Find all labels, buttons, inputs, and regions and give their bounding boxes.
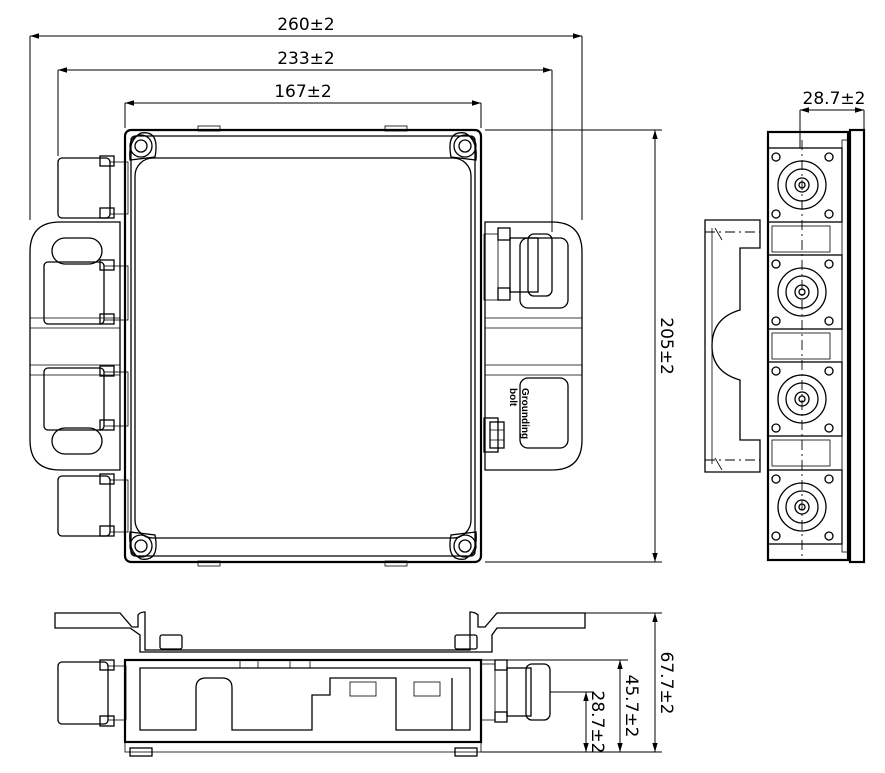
side-connectors <box>767 147 843 545</box>
grounding-bolt <box>483 417 505 453</box>
side-view <box>704 128 866 564</box>
grounding-label-line2: bolt <box>507 388 518 407</box>
dim-overall-width: 260±2 <box>277 15 335 35</box>
dim-height: 205±2 <box>656 317 676 375</box>
front-dimensions: 67.7±2 45.7±2 28.7±2 <box>481 612 676 754</box>
left-connectors <box>43 155 129 537</box>
dim-flange-width: 233±2 <box>277 49 335 69</box>
dim-total-thickness: 67.7±2 <box>656 652 676 715</box>
top-dimensions: 260±2 233±2 167±2 205±2 <box>29 15 676 563</box>
top-view: Grounding bolt <box>29 125 583 567</box>
dim-side-depth: 28.7±2 <box>803 89 866 109</box>
corner-screws <box>129 132 477 560</box>
front-view <box>54 611 586 757</box>
dim-connector-height: 28.7±2 <box>587 691 607 754</box>
grounding-label-line1: Grounding <box>519 388 530 439</box>
dim-body-width: 167±2 <box>274 82 332 102</box>
dim-body-thickness: 45.7±2 <box>621 675 641 738</box>
side-dimension: 28.7±2 <box>799 89 866 148</box>
right-connector <box>483 227 553 301</box>
